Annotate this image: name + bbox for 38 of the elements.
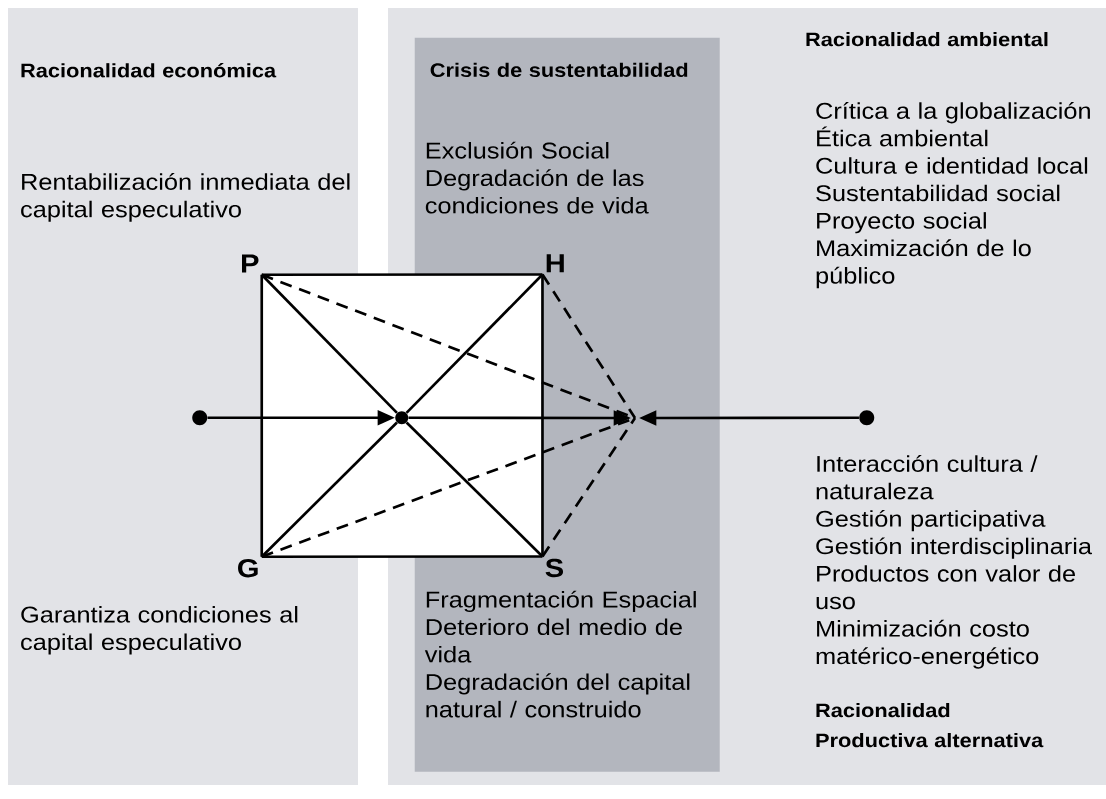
- list-item: Degradación del capital natural / construido: [426, 673, 690, 718]
- line: [405, 273, 544, 414]
- line: [261, 555, 543, 559]
- dot: [859, 410, 875, 426]
- heading: Racionalidad Productiva alternativa: [816, 703, 1044, 748]
- list-item: Gestión participativa: [816, 509, 1046, 532]
- list-item: Gestión interdisciplinaria: [816, 537, 1092, 559]
- line: [261, 273, 543, 277]
- list-item: Garantiza condiciones al capital especulativo: [21, 606, 298, 655]
- list-item: Cultura e identidad local: [816, 157, 1088, 174]
- corner-letter: G: [238, 559, 258, 578]
- line: [541, 274, 544, 557]
- list-item: Fragmentación Espacial: [426, 590, 696, 613]
- list-item: Minimización costo matérico-energético: [816, 619, 1039, 669]
- dashed-line: [541, 273, 637, 419]
- dot: [192, 410, 208, 426]
- list-item: Exclusión Social: [426, 141, 609, 159]
- line: [260, 273, 398, 414]
- list-item: Rentabilización inmediata del capital especulativo: [21, 173, 350, 222]
- heading: Crisis de sustentabilidad: [430, 62, 688, 78]
- list-item: Maximización de lo público: [816, 239, 1031, 289]
- list-item: Sustentabilidad social: [816, 184, 1060, 202]
- corner-letter: P: [242, 254, 259, 273]
- corner-letter: S: [545, 558, 564, 578]
- line: [260, 421, 398, 558]
- list-item: Deterioro del medio de vida: [424, 618, 682, 663]
- heading: Racionalidad ambiental: [806, 32, 1048, 47]
- list-item: Proyecto social: [817, 212, 986, 234]
- list-item: Ética ambiental: [817, 126, 988, 147]
- line: [405, 421, 544, 558]
- line: [260, 274, 264, 557]
- corner-letter: H: [546, 254, 564, 273]
- list-item: Degradación de las condiciones de vida: [425, 169, 649, 214]
- dashed-line: [541, 417, 637, 558]
- list-item: Crítica a la globalización: [816, 102, 1090, 124]
- list-item: Productos con valor de uso: [816, 565, 1075, 610]
- heading: Racionalidad económica: [21, 63, 277, 78]
- list-item: Interacción cultura / naturaleza: [816, 455, 1038, 500]
